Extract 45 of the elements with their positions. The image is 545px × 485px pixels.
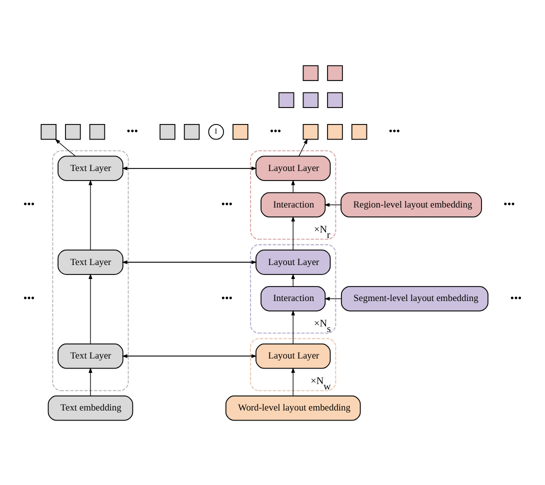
node-box: Interaction <box>260 286 326 311</box>
node-box: Layout Layer <box>256 155 331 180</box>
arrow <box>291 309 295 344</box>
node-box: Word-level layout embedding <box>225 395 361 420</box>
node-box <box>160 124 176 140</box>
arrow <box>291 366 295 396</box>
label: ••• <box>504 198 515 210</box>
node-box: Layout Layer <box>256 249 331 274</box>
node-box: Text Layer <box>58 343 124 368</box>
label: ••• <box>126 124 138 137</box>
node-box <box>40 124 56 140</box>
node-box <box>327 64 343 80</box>
arrow <box>298 138 308 156</box>
node-box <box>65 124 81 140</box>
node-box <box>327 92 343 108</box>
node-box <box>278 92 294 108</box>
arrow <box>291 216 295 250</box>
label: ••• <box>388 124 400 137</box>
node-box: Layout Layer <box>256 343 331 368</box>
node-box <box>232 124 248 140</box>
node-box <box>89 124 106 140</box>
node-box <box>302 64 319 80</box>
label: ••• <box>510 292 522 304</box>
arrow <box>88 366 92 396</box>
node-box <box>302 124 319 140</box>
arrow <box>88 273 92 344</box>
node-box: Segment-level layout embedding <box>340 286 488 311</box>
label: ••• <box>23 292 35 304</box>
node-box <box>184 124 200 140</box>
label: ••• <box>221 198 233 210</box>
arrow <box>88 179 92 250</box>
label: ••• <box>270 124 282 137</box>
label: ••• <box>221 292 233 304</box>
node-box: Text Layer <box>58 249 124 274</box>
node-box: Text Layer <box>58 155 124 180</box>
node-box <box>302 92 319 108</box>
arrow <box>54 138 76 156</box>
node-box: Text embedding <box>48 395 134 420</box>
arrow <box>324 296 342 300</box>
node-box <box>327 124 343 140</box>
node-box <box>351 124 368 140</box>
arrow <box>324 202 342 206</box>
label: ••• <box>23 198 35 210</box>
node-box: Interaction <box>260 192 326 217</box>
node-box: Region-level layout embedding <box>340 192 482 217</box>
